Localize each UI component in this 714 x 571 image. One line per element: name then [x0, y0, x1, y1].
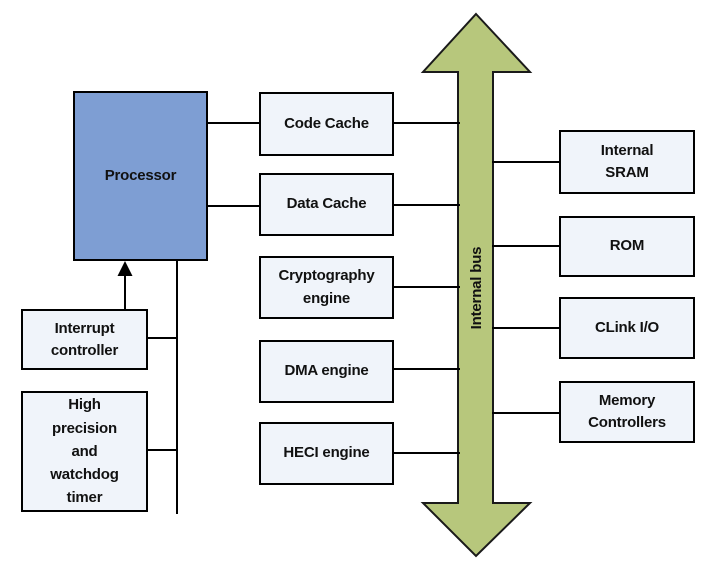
rom-box: ROM	[559, 216, 695, 277]
cryptography-engine-box: Cryptography engine	[259, 256, 394, 319]
internal-bus-label: Internal bus	[467, 246, 485, 330]
internal-bus-arrow	[420, 12, 533, 558]
dma-engine-box: DMA engine	[259, 340, 394, 403]
memory-controllers-box: Memory Controllers	[559, 381, 695, 443]
data-cache-box: Data Cache	[259, 173, 394, 236]
heci-engine-box: HECI engine	[259, 422, 394, 485]
code-cache-box: Code Cache	[259, 92, 394, 156]
interrupt-controller-box: Interrupt controller	[21, 309, 148, 370]
up-arrowhead-icon	[117, 261, 133, 276]
processor-box: Processor	[73, 91, 208, 261]
watchdog-timer-box: High precision and watchdog timer	[21, 391, 148, 512]
internal-sram-box: Internal SRAM	[559, 130, 695, 194]
clink-io-box: CLink I/O	[559, 297, 695, 359]
